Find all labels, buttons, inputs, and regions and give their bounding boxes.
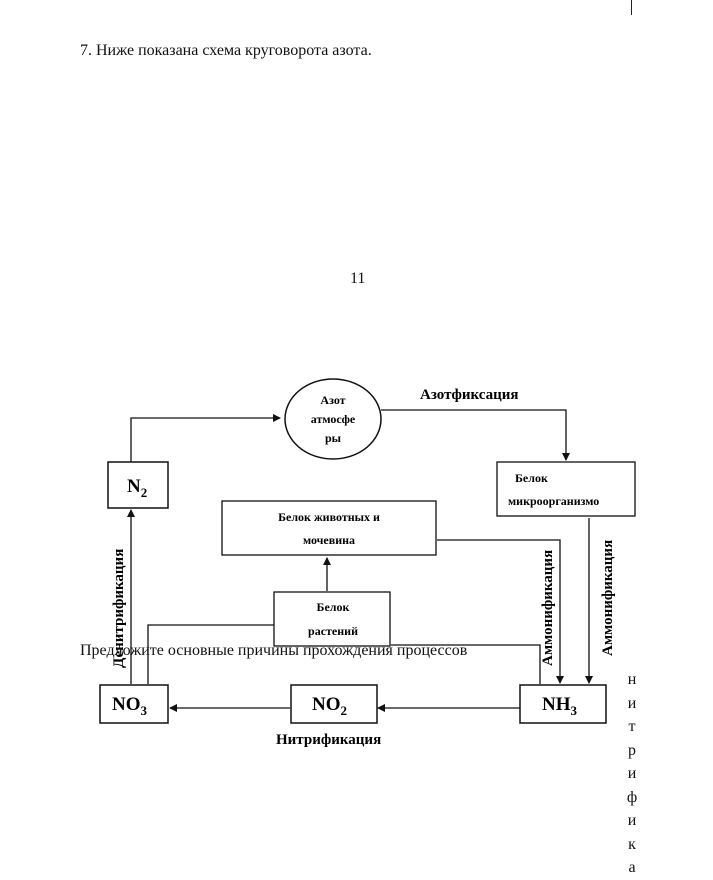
vertical-letter: р xyxy=(628,741,636,759)
denitrification-label: Денитрификация xyxy=(111,549,127,668)
vertical-letter: ф xyxy=(626,788,638,806)
nitrification-label: Нитрификация xyxy=(276,732,381,748)
no3-label: NO3 xyxy=(112,694,148,718)
nh3-label: NH3 xyxy=(542,694,578,718)
n2-node xyxy=(107,461,169,509)
nh3-node xyxy=(519,684,607,724)
animal-protein-node xyxy=(221,500,437,556)
arrow-n2-to-atmosphere xyxy=(130,414,281,462)
vertical-word: н и т р и ф и к а xyxy=(624,668,640,880)
vertical-letter: н xyxy=(627,671,637,688)
atmosphere-node xyxy=(284,378,382,460)
vertical-letter: к xyxy=(628,835,636,853)
plant-protein-label-1: Белок xyxy=(317,600,350,614)
vertical-letter: т xyxy=(628,718,636,735)
animal-protein-label-2: мочевина xyxy=(303,533,355,547)
plant-protein-label-2: растений xyxy=(308,624,358,638)
microbe-protein-label-2: микроорганизмо xyxy=(508,494,599,508)
ammonification-left-label: Аммонификация xyxy=(540,550,556,666)
page-edge-mark xyxy=(627,0,632,15)
microbe-protein-label-1: Белок xyxy=(515,471,548,485)
no2-node xyxy=(290,684,378,724)
atmosphere-label-3: ры xyxy=(325,431,342,445)
no2-label: NO2 xyxy=(312,694,347,718)
ammonification-right-label: Аммонификация xyxy=(600,540,616,656)
atmosphere-label-2: атмосфе xyxy=(311,412,356,426)
n2-label: N2 xyxy=(127,476,147,500)
line-plant-to-no3 xyxy=(147,624,274,684)
microbe-protein-node xyxy=(496,461,636,517)
page-number: 11 xyxy=(350,270,366,287)
question-prompt: Предложите основные причины прохождения … xyxy=(80,642,468,659)
animal-protein-label-1: Белок животных и xyxy=(278,510,380,524)
line-plant-to-nh3 xyxy=(391,644,541,684)
azotfixation-label: Азотфиксация xyxy=(420,387,518,403)
atmosphere-label-1: Азот xyxy=(320,393,345,407)
vertical-letter: и xyxy=(627,694,637,712)
no3-node xyxy=(99,684,169,724)
vertical-letter: и xyxy=(627,765,637,782)
vertical-letter: и xyxy=(627,812,637,829)
arrow-atmosphere-to-microbe xyxy=(381,409,570,461)
arrow-animal-to-nh3 xyxy=(437,539,564,684)
task-heading: 7. Ниже показана схема круговорота азота… xyxy=(80,42,372,59)
plant-protein-node xyxy=(273,591,391,647)
